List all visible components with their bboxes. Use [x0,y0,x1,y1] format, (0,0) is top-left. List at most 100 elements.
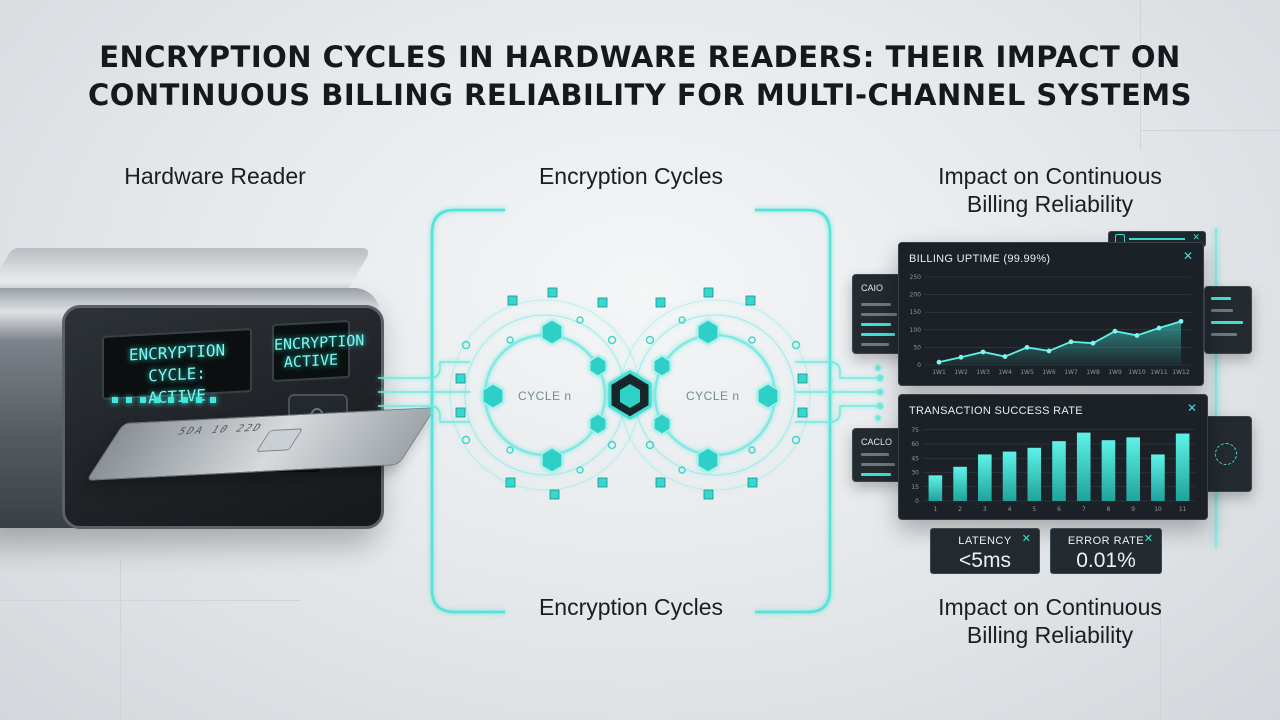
dashboard-frame-line [1215,228,1217,548]
side-line [1211,309,1233,312]
uptime-point [1068,339,1074,345]
success-bar [1027,447,1042,501]
side-card-right-top [1204,286,1252,354]
label-impact-top: Impact on Continuous Billing Reliability [880,162,1220,218]
x-tick-label: 3 [983,506,987,513]
bg-grid-line [1140,130,1280,131]
latency-value: <5ms [959,549,1011,572]
y-tick-label: 250 [910,274,922,281]
dashboard-connectors [795,361,884,423]
uptime-panel-title: BILLING UPTIME (99.99%) [909,253,1051,265]
y-tick-label: 150 [910,309,922,316]
close-icon[interactable]: ✕ [1182,249,1193,263]
hex-nodes [482,319,779,473]
y-tick-label: 30 [911,470,919,477]
led [140,397,146,403]
uptime-series-line [938,320,1182,364]
uptime-point [1178,318,1184,324]
x-tick-label: 6 [1057,506,1061,513]
label-impact-bottom-line2: Billing Reliability [966,622,1134,648]
side-card-left-bottom-title: CACLO [861,437,893,447]
label-impact-bottom: Impact on Continuous Billing Reliability [880,593,1220,649]
uptime-point [1046,348,1052,354]
uptime-point [1002,354,1008,359]
x-tick-label: 1W6 [1042,369,1056,376]
led [168,397,174,403]
success-bar [1175,433,1190,501]
center-hex-node [608,370,652,420]
uptime-panel: BILLING UPTIME (99.99%) ✕ 0 50 100 150 200 25… [898,242,1204,386]
success-bar [1101,440,1116,501]
x-tick-label: 9 [1131,506,1135,513]
side-line [1211,333,1237,336]
x-tick-label: 1W12 [1172,369,1190,376]
encryption-frame [755,208,832,614]
side-line [861,463,895,466]
hardware-reader-device: ENCRYPTION CYCLE: ACTIVE ENCRYPTION ACTI… [0,240,437,540]
close-icon[interactable]: ✕ [1143,533,1153,545]
error-rate-card: ERROR RATE 0.01% ✕ [1050,528,1162,574]
success-bar [1126,437,1140,501]
side-bar [1211,297,1231,300]
uptime-point [1156,325,1162,331]
label-encryption-bottom: Encryption Cycles [538,594,724,620]
y-tick-label: 0 [917,362,921,369]
side-bar [861,473,891,476]
target-icon [1215,443,1237,465]
led [210,397,216,403]
close-icon[interactable]: ✕ [1186,401,1197,415]
cube-nodes [455,287,808,500]
y-tick-label: 15 [911,484,919,491]
x-tick-label: 5 [1032,506,1036,513]
side-line [861,303,891,306]
x-tick-label: 8 [1107,506,1111,513]
label-encryption-top: Encryption Cycles [538,163,724,189]
uptime-area [939,321,1181,365]
title-line-1: ENCRYPTION CYCLES IN HARDWARE READERS: T… [99,40,1181,74]
label-impact-top-line2: Billing Reliability [966,191,1134,217]
side-card-left-bottom: CACLO [852,428,902,482]
latency-label: LATENCY [958,535,1012,547]
success-bar [1052,441,1066,501]
x-tick-label: 1W8 [1086,369,1100,376]
led [196,397,202,403]
side-line [861,343,889,346]
y-tick-label: 75 [911,427,919,434]
success-bar [978,454,992,501]
uptime-point [1090,340,1096,346]
led [126,397,132,403]
uptime-point [980,349,986,355]
x-tick-label: 1W7 [1064,369,1078,376]
bg-grid-line [1140,0,1141,150]
x-tick-label: 11 [1179,506,1187,513]
error-rate-value: 0.01% [1076,549,1136,572]
error-rate-label: ERROR RATE [1067,535,1145,547]
uptime-point [1024,345,1030,350]
label-hardware-reader: Hardware Reader [124,163,306,189]
close-icon[interactable]: ✕ [1192,232,1200,242]
led [154,397,160,403]
page-title: ENCRYPTION CYCLES IN HARDWARE READERS: T… [0,38,1280,114]
x-tick-label: 1W10 [1128,369,1146,376]
uptime-point [958,354,964,360]
x-tick-label: 1W11 [1150,369,1168,376]
bg-grid-line [120,560,121,720]
y-tick-label: 50 [913,344,921,351]
y-tick-label: 100 [910,327,922,334]
success-bar [1002,451,1017,501]
reader-status-leds [112,390,224,408]
side-card-right-bottom [1204,416,1252,492]
side-bar [861,333,895,336]
side-line [861,313,897,316]
uptime-point [936,359,942,365]
x-tick-label: 1 [933,506,937,513]
y-tick-label: 200 [910,292,922,299]
uptime-point [1134,333,1140,338]
side-line [861,453,889,456]
close-icon[interactable]: ✕ [1021,533,1031,545]
side-card-left-top: CAIO [852,274,904,354]
x-tick-label: 10 [1154,506,1162,513]
latency-card: LATENCY <5ms ✕ [930,528,1040,574]
